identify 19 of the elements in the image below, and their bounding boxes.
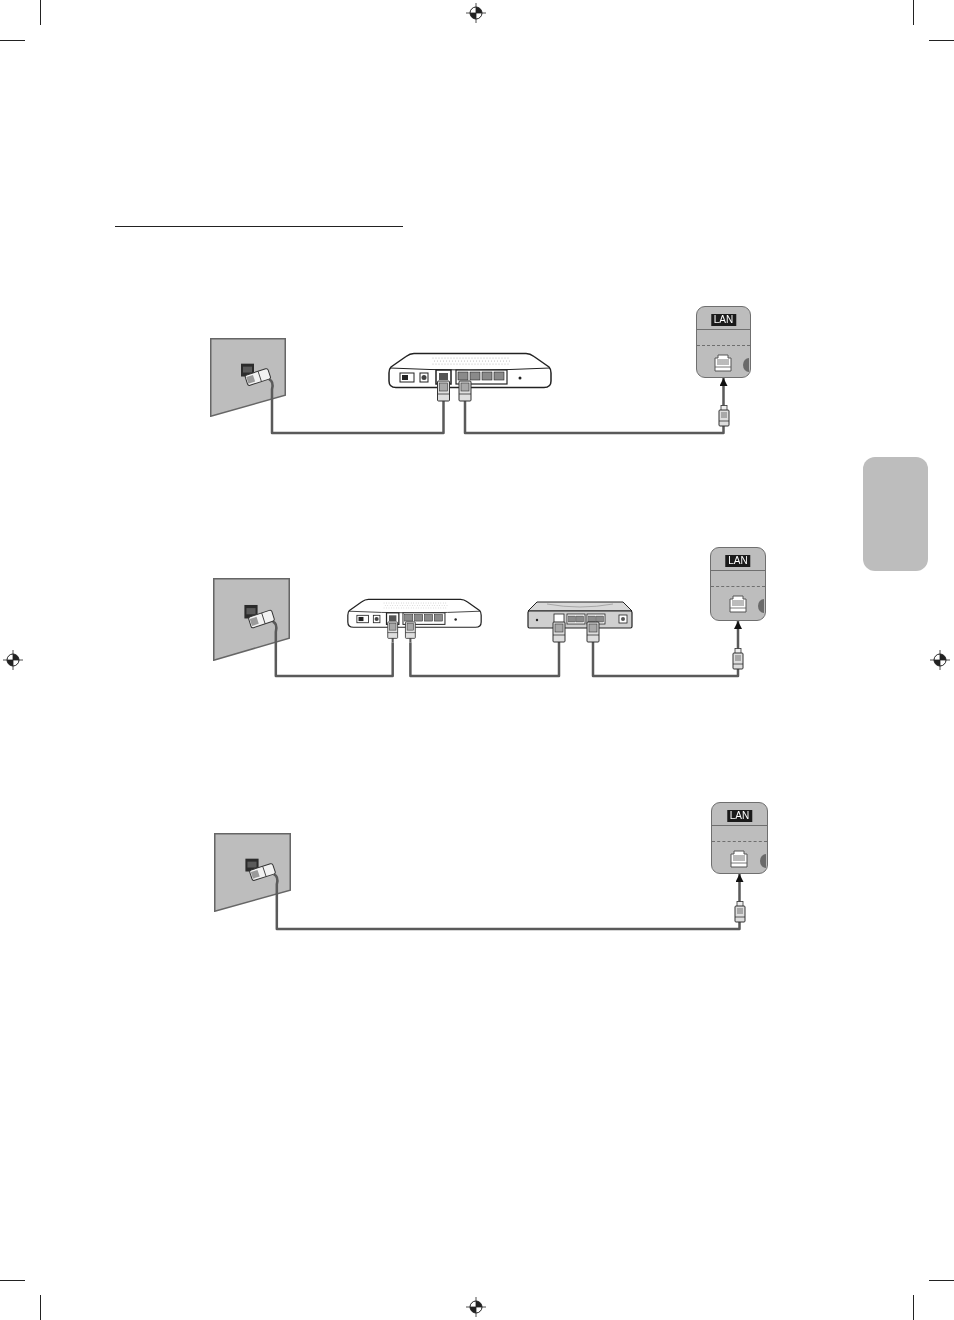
tv-port-panel	[710, 547, 766, 621]
wall-socket-drawing	[213, 578, 290, 661]
wall-socket-drawing	[214, 833, 291, 912]
port-label: LAN	[725, 555, 751, 567]
port-label: LAN	[710, 314, 737, 326]
router-drawing	[527, 601, 633, 647]
cable	[409, 642, 561, 678]
tv-port-panel	[696, 306, 751, 378]
cable	[463, 378, 728, 435]
modem-drawing	[388, 352, 552, 406]
port-label: LAN	[726, 810, 753, 822]
side-tab	[863, 457, 928, 571]
modem-drawing	[347, 598, 482, 643]
cable	[275, 874, 744, 931]
wall-socket-drawing	[210, 338, 286, 417]
cable	[270, 406, 445, 435]
cable	[591, 621, 742, 678]
tv-port-panel	[711, 802, 768, 874]
cable	[274, 642, 394, 678]
